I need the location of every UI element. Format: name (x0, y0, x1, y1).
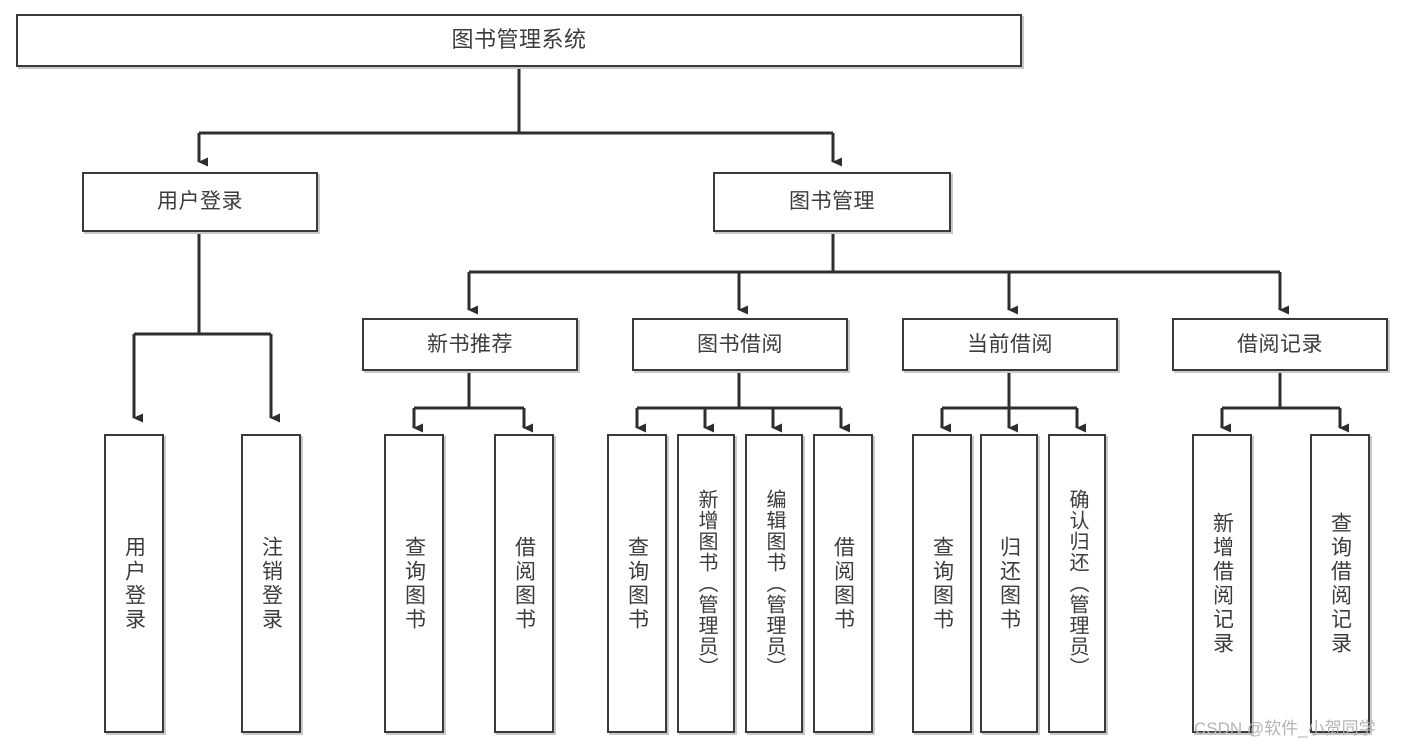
node-label: 图书管理 (789, 190, 875, 214)
leaf-user-login-logout[interactable]: 注销登录 (241, 434, 301, 733)
node-label: 编辑图书（管理员） (763, 489, 785, 678)
leaf-borrow-add-book[interactable]: 新增图书（管理员） (677, 434, 735, 733)
node-label: 新书推荐 (427, 332, 513, 356)
leaf-user-login-login[interactable]: 用户登录 (104, 434, 164, 733)
node-book-management[interactable]: 图书管理 (713, 172, 951, 232)
node-label: 归还图书 (997, 535, 1021, 632)
csdn-watermark: CSDN @软件_小贺同学 (1194, 719, 1376, 738)
node-label: 借阅记录 (1237, 332, 1323, 356)
leaf-new-book-borrow[interactable]: 借阅图书 (494, 434, 554, 733)
node-root-system[interactable]: 图书管理系统 (16, 14, 1022, 67)
node-label: 图书借阅 (697, 332, 783, 356)
node-label: 用户登录 (122, 535, 146, 632)
leaf-record-add[interactable]: 新增借阅记录 (1192, 434, 1252, 733)
node-label: 借阅图书 (831, 535, 855, 632)
node-label: 查询借阅记录 (1328, 511, 1352, 656)
leaf-new-book-query[interactable]: 查询图书 (384, 434, 444, 733)
node-book-borrow[interactable]: 图书借阅 (632, 318, 848, 371)
leaf-record-query[interactable]: 查询借阅记录 (1310, 434, 1370, 733)
node-label: 图书管理系统 (451, 27, 587, 53)
node-label: 用户登录 (157, 190, 243, 214)
node-label: 查询图书 (625, 535, 649, 632)
node-label: 查询图书 (930, 535, 954, 632)
node-borrow-record[interactable]: 借阅记录 (1172, 318, 1388, 371)
node-label: 查询图书 (402, 535, 426, 632)
leaf-current-confirm-return[interactable]: 确认归还（管理员） (1048, 434, 1106, 733)
leaf-borrow-edit-book[interactable]: 编辑图书（管理员） (745, 434, 803, 733)
leaf-borrow-borrow-book[interactable]: 借阅图书 (813, 434, 873, 733)
leaf-borrow-query[interactable]: 查询图书 (607, 434, 667, 733)
leaf-current-query[interactable]: 查询图书 (912, 434, 972, 733)
node-label: 借阅图书 (512, 535, 536, 632)
leaf-current-return[interactable]: 归还图书 (980, 434, 1038, 733)
node-user-login[interactable]: 用户登录 (82, 172, 318, 232)
node-current-borrow[interactable]: 当前借阅 (902, 318, 1118, 371)
node-label: 注销登录 (259, 535, 283, 632)
node-label: 新增图书（管理员） (695, 489, 717, 678)
node-new-book-recommend[interactable]: 新书推荐 (362, 318, 578, 371)
node-label: 确认归还（管理员） (1066, 489, 1088, 678)
node-label: 新增借阅记录 (1210, 511, 1234, 656)
node-label: 当前借阅 (967, 332, 1053, 356)
